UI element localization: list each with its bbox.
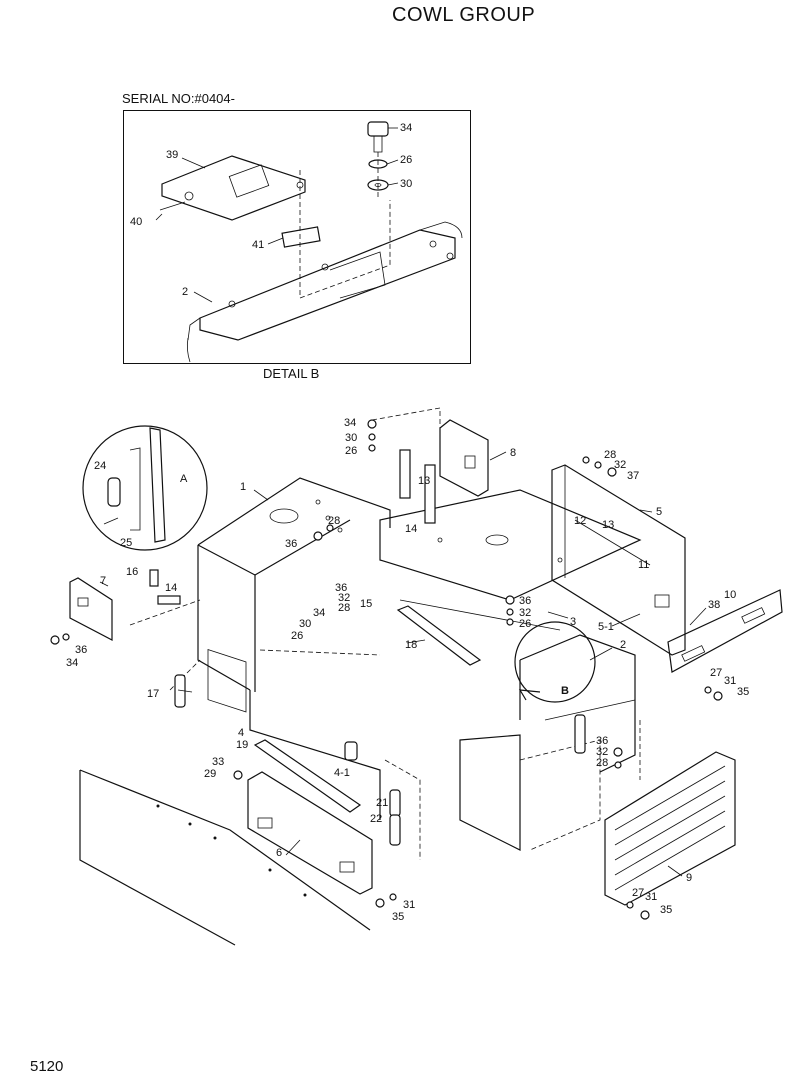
callout-36: 36 xyxy=(519,595,531,607)
callout-30: 30 xyxy=(299,618,311,630)
view-a-circle xyxy=(82,425,208,551)
callout-35: 35 xyxy=(737,686,749,698)
callout-8: 8 xyxy=(510,447,516,459)
callout-30: 30 xyxy=(345,432,357,444)
callout-25: 25 xyxy=(120,537,132,549)
callout-26: 26 xyxy=(519,618,531,630)
callout-13: 13 xyxy=(602,519,614,531)
callout-27: 27 xyxy=(710,667,722,679)
callout-13: 13 xyxy=(418,475,430,487)
callout-2: 2 xyxy=(620,639,626,651)
callout-36: 36 xyxy=(285,538,297,550)
callout-36: 36 xyxy=(335,582,347,594)
callout-33: 33 xyxy=(212,756,224,768)
callout-31: 31 xyxy=(724,675,736,687)
callout-10: 10 xyxy=(724,589,736,601)
callout-34: 34 xyxy=(313,607,325,619)
callout-38: 38 xyxy=(708,599,720,611)
page-number: 5120 xyxy=(30,1058,64,1075)
main-assembly-drawing xyxy=(50,407,783,946)
callout-24: 24 xyxy=(94,460,106,472)
callout-7: 7 xyxy=(100,575,106,587)
view-b-circle xyxy=(514,621,596,703)
callout-21: 21 xyxy=(376,797,388,809)
callout-27: 27 xyxy=(632,887,644,899)
callout-16: 16 xyxy=(126,566,138,578)
callout-28: 28 xyxy=(328,515,340,527)
callout-22: 22 xyxy=(370,813,382,825)
callout-31: 31 xyxy=(403,899,415,911)
callout-30: 30 xyxy=(400,178,412,190)
callout-18: 18 xyxy=(405,639,417,651)
detail-b-drawing xyxy=(155,121,463,363)
callout-11: 11 xyxy=(638,559,649,571)
callout-32: 32 xyxy=(596,746,608,758)
callout-19: 19 xyxy=(236,739,248,751)
detail-b-frame xyxy=(123,110,471,364)
callout-41: 41 xyxy=(252,239,264,251)
view-a-label: A xyxy=(180,473,188,485)
callout-31: 31 xyxy=(645,891,657,903)
callout-5-1: 5-1 xyxy=(598,621,614,633)
callout-35: 35 xyxy=(392,911,404,923)
callout-36: 36 xyxy=(596,735,608,747)
callout-37: 37 xyxy=(627,470,639,482)
callout-6: 6 xyxy=(276,847,282,859)
callout-36: 36 xyxy=(75,644,87,656)
callout-34: 34 xyxy=(66,657,78,669)
view-b-label: B xyxy=(561,685,569,697)
callout-5: 5 xyxy=(656,506,662,518)
callout-12: 12 xyxy=(574,515,586,527)
serial-number-label: SERIAL NO:#0404- xyxy=(122,91,235,106)
callout-9: 9 xyxy=(686,872,692,884)
callout-32: 32 xyxy=(614,459,626,471)
detail-b-label: DETAIL B xyxy=(263,366,320,381)
callout-3: 3 xyxy=(570,616,576,628)
callout-28: 28 xyxy=(338,602,350,614)
callout-29: 29 xyxy=(204,768,216,780)
callout-34: 34 xyxy=(400,122,412,134)
page-title: COWL GROUP xyxy=(392,4,536,26)
callout-26: 26 xyxy=(291,630,303,642)
callout-14: 14 xyxy=(405,523,417,535)
callout-28: 28 xyxy=(604,449,616,461)
callout-15: 15 xyxy=(360,598,372,610)
callout-28: 28 xyxy=(596,757,608,769)
callout-32: 32 xyxy=(519,607,531,619)
callout-40: 40 xyxy=(130,216,142,228)
callout-34: 34 xyxy=(344,417,356,429)
callout-26: 26 xyxy=(400,154,412,166)
callout-4-1: 4-1 xyxy=(334,767,350,779)
callout-17: 17 xyxy=(147,688,159,700)
callout-4: 4 xyxy=(238,727,244,739)
callout-26: 26 xyxy=(345,445,357,457)
callout-2: 2 xyxy=(182,286,188,298)
callout-35: 35 xyxy=(660,904,672,916)
callout-32: 32 xyxy=(338,592,350,604)
callout-1: 1 xyxy=(240,481,246,493)
callout-14: 14 xyxy=(165,582,177,594)
callout-39: 39 xyxy=(166,149,178,161)
